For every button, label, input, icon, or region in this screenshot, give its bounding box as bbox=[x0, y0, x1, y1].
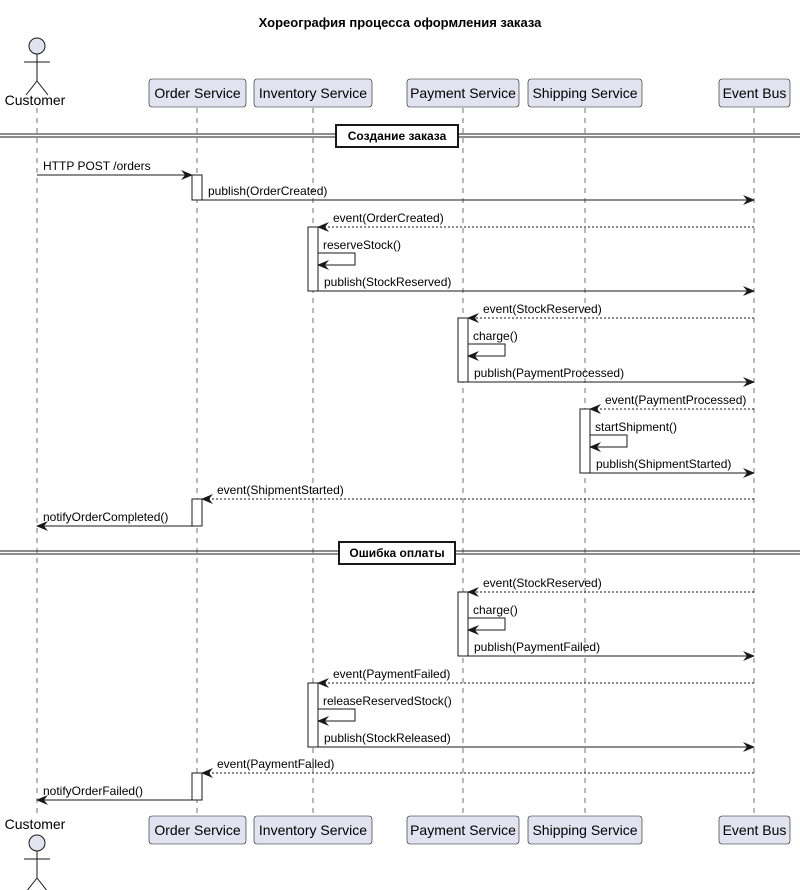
participant-label-inventory-top: Inventory Service bbox=[259, 85, 367, 101]
participant-label-order-bottom: Order Service bbox=[154, 822, 241, 838]
activation-bar bbox=[579, 408, 591, 474]
actor-label-bottom: Customer bbox=[5, 816, 66, 832]
section-label-0: Создание заказа bbox=[348, 129, 447, 143]
activation-bar bbox=[307, 226, 319, 292]
actor-leg-left-bottom bbox=[26, 877, 38, 890]
message-label: event(PaymentProcessed) bbox=[605, 393, 746, 407]
participant-box-inventory-top bbox=[253, 78, 373, 108]
participant-box-shipping-bottom bbox=[527, 815, 643, 845]
message-label: publish(StockReserved) bbox=[324, 275, 451, 289]
diagram-title: Хореография процесса оформления заказа bbox=[259, 15, 542, 30]
activation-bar bbox=[191, 174, 203, 201]
section-box-1 bbox=[338, 541, 456, 565]
section-label-1: Ошибка оплаты bbox=[349, 546, 444, 560]
message-label: event(ShipmentStarted) bbox=[217, 483, 344, 497]
message-label: reserveStock() bbox=[323, 238, 401, 252]
activation-bar bbox=[457, 591, 469, 657]
participant-label-bus-bottom: Event Bus bbox=[723, 822, 787, 838]
message-label: publish(OrderCreated) bbox=[208, 184, 327, 198]
message-arrow-self bbox=[467, 343, 506, 361]
message-label: event(PaymentFailed) bbox=[333, 667, 450, 681]
message-label: releaseReservedStock() bbox=[323, 694, 452, 708]
participant-label-payment-bottom: Payment Service bbox=[410, 822, 516, 838]
message-label: notifyOrderFailed() bbox=[43, 784, 143, 798]
participant-box-shipping-top bbox=[527, 78, 643, 108]
section-box-0 bbox=[335, 124, 459, 148]
participant-label-bus-top: Event Bus bbox=[723, 85, 787, 101]
message-label: HTTP POST /orders bbox=[43, 159, 151, 173]
actor-leg-left-top bbox=[25, 80, 38, 96]
message-label: event(StockReserved) bbox=[483, 302, 602, 316]
participant-box-payment-bottom bbox=[406, 815, 520, 845]
participant-box-bus-top bbox=[718, 78, 791, 108]
actor-label-top: Customer bbox=[5, 92, 66, 108]
participant-box-order-top bbox=[148, 78, 247, 108]
participant-box-order-bottom bbox=[148, 815, 247, 845]
message-label: event(PaymentFailed) bbox=[217, 757, 334, 771]
message-arrow-self bbox=[317, 252, 356, 270]
participant-label-shipping-bottom: Shipping Service bbox=[532, 822, 637, 838]
activation-bar bbox=[307, 682, 319, 748]
participant-label-inventory-bottom: Inventory Service bbox=[259, 822, 367, 838]
message-label: publish(StockReleased) bbox=[324, 731, 451, 745]
activation-bar bbox=[191, 498, 203, 527]
actor-leg-right-bottom bbox=[36, 877, 48, 890]
message-label: event(StockReserved) bbox=[483, 576, 602, 590]
message-arrow-self bbox=[467, 617, 506, 635]
activation-bar bbox=[457, 317, 469, 383]
message-arrow-self bbox=[317, 708, 356, 726]
actor-head-bottom bbox=[28, 834, 46, 852]
participant-label-shipping-top: Shipping Service bbox=[532, 85, 637, 101]
message-label: publish(ShipmentStarted) bbox=[596, 457, 731, 471]
actor-leg-right-top bbox=[36, 80, 49, 96]
participant-label-order-top: Order Service bbox=[154, 85, 241, 101]
message-arrow-self bbox=[589, 434, 628, 452]
actor-head-top bbox=[28, 37, 46, 55]
participant-label-payment-top: Payment Service bbox=[410, 85, 516, 101]
participant-box-inventory-bottom bbox=[253, 815, 373, 845]
participant-box-payment-top bbox=[406, 78, 520, 108]
message-label: publish(PaymentProcessed) bbox=[474, 366, 624, 380]
message-label: startShipment() bbox=[595, 420, 677, 434]
message-label: charge() bbox=[473, 329, 518, 343]
message-label: charge() bbox=[473, 603, 518, 617]
activation-bar bbox=[191, 772, 203, 801]
message-label: publish(PaymentFailed) bbox=[474, 640, 600, 654]
message-label: event(OrderCreated) bbox=[333, 211, 444, 225]
message-label: notifyOrderCompleted() bbox=[43, 510, 168, 524]
participant-box-bus-bottom bbox=[718, 815, 791, 845]
